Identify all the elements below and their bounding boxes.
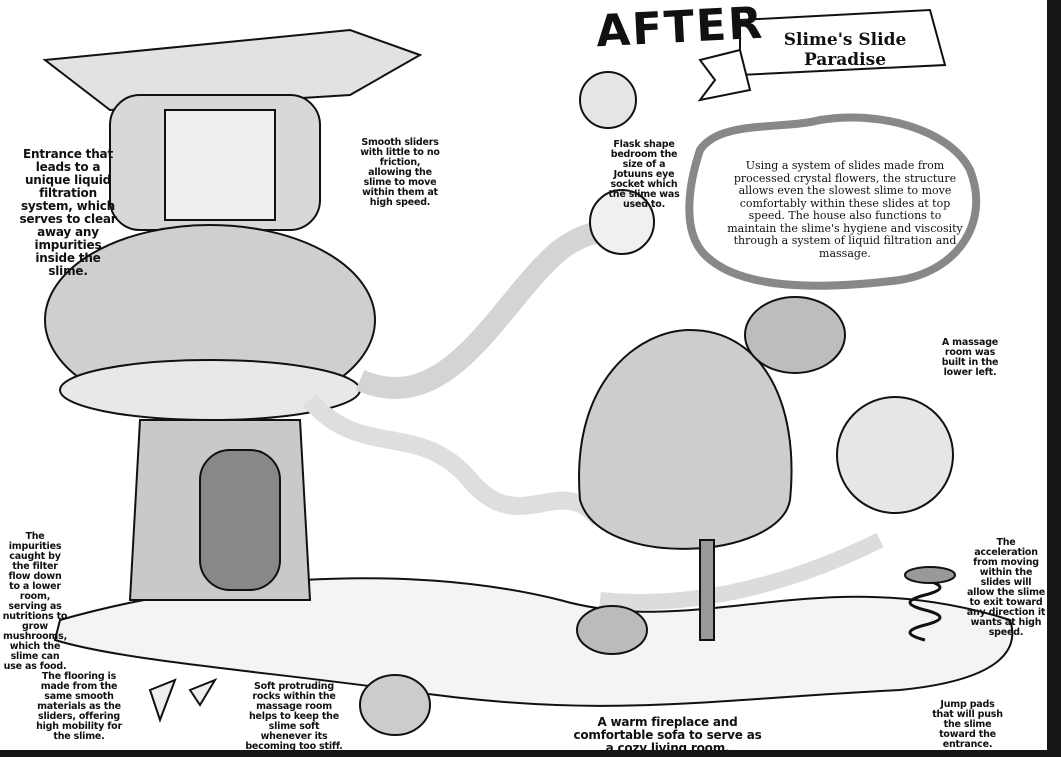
barrel <box>744 296 846 374</box>
living-room-pod <box>578 328 793 550</box>
illustration-sheet: AFTER Slime's Slide Paradise Using a sys… <box>0 0 1047 750</box>
note-entrance: Entrance that leads to a unique liquid f… <box>19 147 117 278</box>
massage-rock-pod <box>359 674 431 736</box>
note-acceleration: The acceleration from moving within the … <box>966 537 1046 638</box>
crystal-shards <box>148 677 218 723</box>
description-text: Using a system of slides made from proce… <box>727 159 963 260</box>
note-flask: Flask shape bedroom the size of a Jotuun… <box>608 139 680 210</box>
note-sliders: Smooth sliders with little to no frictio… <box>360 137 440 208</box>
note-flooring: The flooring is made from the same smoot… <box>36 671 122 742</box>
note-impurities: The impurities caught by the filter flow… <box>2 531 68 672</box>
note-rocks: Soft protruding rocks within the massage… <box>245 681 343 751</box>
note-living-room: A warm fireplace and comfortable sofa to… <box>573 715 762 751</box>
jump-pad-spring <box>908 578 942 642</box>
after-stamp: AFTER <box>594 0 766 58</box>
massage-room-sphere <box>836 396 954 514</box>
slide-paradise-illustration <box>42 8 1014 736</box>
description-cloud <box>685 113 981 290</box>
floor <box>53 577 1014 707</box>
flask-bedroom <box>589 189 655 255</box>
tower-roof <box>42 28 423 112</box>
page-title: Slime's Slide Paradise <box>783 30 907 70</box>
note-jump-pads: Jump pads that will push the slime towar… <box>932 699 1003 750</box>
flask-decor <box>579 71 637 129</box>
note-massage-room: A massage room was built in the lower le… <box>941 337 999 378</box>
slide-tube <box>355 215 624 399</box>
